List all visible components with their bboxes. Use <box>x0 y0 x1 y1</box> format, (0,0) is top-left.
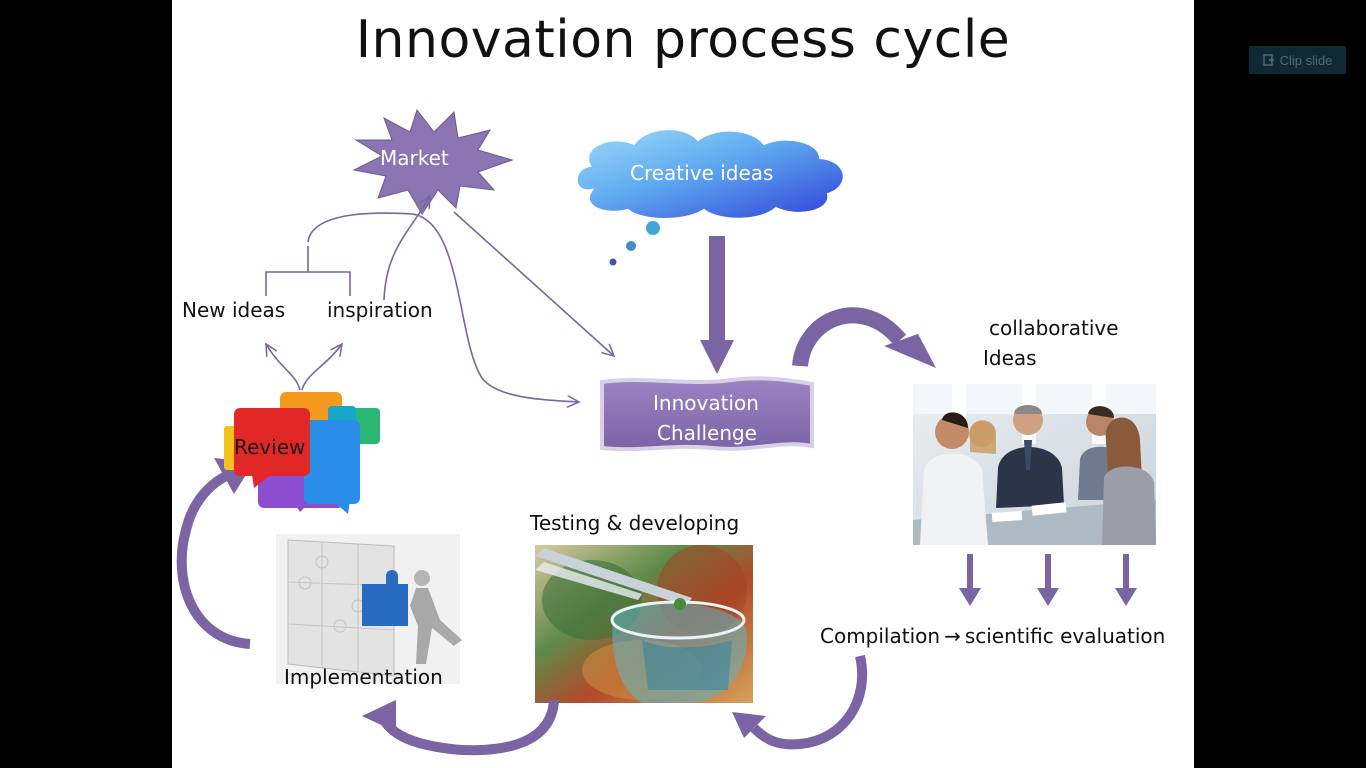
compilation-to-testing-arrow <box>732 654 868 750</box>
market-label: Market <box>380 146 449 170</box>
inspiration-label: inspiration <box>327 298 433 322</box>
slide: Innovation process cycle <box>172 0 1194 768</box>
compilation-text: Compilation <box>820 624 941 648</box>
challenge-to-collab-arrow <box>792 307 936 368</box>
clip-slide-label: Clip slide <box>1279 52 1333 68</box>
evaluation-down-arrows <box>959 554 1137 606</box>
slide-title: Innovation process cycle <box>355 10 1011 70</box>
review-label: Review <box>234 435 306 459</box>
puzzle-wall-image <box>276 534 462 684</box>
testing-developing-label: Testing & developing <box>530 511 740 535</box>
innovation-challenge-label-line2: Challenge <box>657 421 757 445</box>
collaborative-label-line1: collaborative <box>989 316 1119 340</box>
new-ideas-label: New ideas <box>182 298 286 322</box>
market-starburst <box>352 108 514 215</box>
meeting-photo <box>913 384 1156 545</box>
compilation-label: Compilation→scientific evaluation <box>820 624 1165 648</box>
scientific-evaluation-text: scientific evaluation <box>964 624 1166 648</box>
innovation-challenge-label-line1: Innovation <box>653 391 759 415</box>
speech-bubbles-icon <box>224 392 380 514</box>
collaborative-label-line2: Ideas <box>983 346 1037 370</box>
right-arrow-icon: → <box>944 624 961 648</box>
creative-ideas-label: Creative ideas <box>630 161 774 185</box>
implementation-to-review-arrow <box>176 458 254 649</box>
testing-to-implementation-arrow <box>362 699 559 756</box>
lab-pipette-image <box>535 545 753 703</box>
innovation-challenge-banner <box>600 376 814 452</box>
diagram-graphics <box>176 108 1156 756</box>
implementation-label: Implementation <box>284 665 443 689</box>
creative-ideas-cloud <box>575 128 845 266</box>
clip-slide-button[interactable]: Clip slide <box>1249 46 1346 74</box>
cloud-to-challenge-arrow <box>700 236 734 374</box>
thin-connector-arrows <box>266 196 614 402</box>
clip-icon <box>1262 53 1275 67</box>
